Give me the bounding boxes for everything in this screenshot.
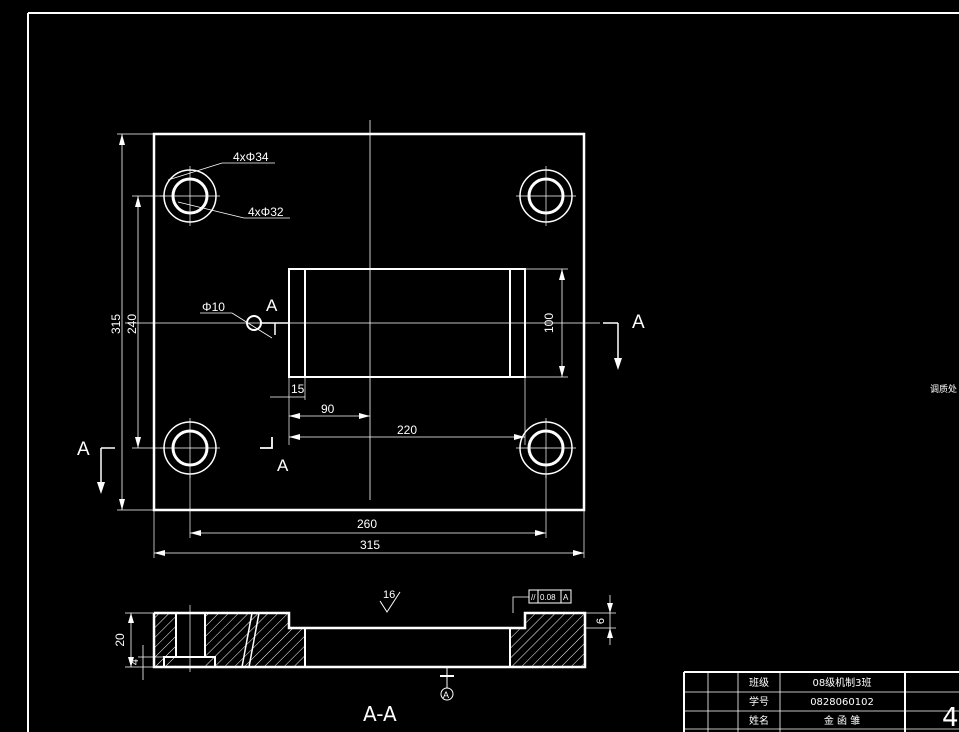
section-mark-right: A	[632, 312, 645, 333]
section-mark-inner-bottom: A	[277, 456, 289, 475]
title-block-value-name: 金 函 雏	[824, 714, 860, 727]
drawing-frame	[27, 12, 959, 732]
svg-text://: //	[531, 593, 536, 602]
title-block: 班级 08级机制3班 学号 0828060102 姓名 金 函 雏 4	[683, 671, 959, 732]
section-marker-left: A	[77, 439, 115, 494]
callout-holes-small: 4xΦ32	[248, 205, 284, 219]
dim-slot-to-center: 90	[289, 402, 370, 419]
dim-height-overall: 315	[109, 133, 154, 511]
dim-recess-depth: 6	[585, 595, 616, 645]
svg-text:15: 15	[291, 382, 305, 396]
svg-text:240: 240	[125, 314, 139, 334]
svg-text:A: A	[443, 690, 449, 700]
dim-width-overall: 315	[153, 510, 585, 558]
plate-outline	[152, 132, 586, 512]
section-view: 16 // 0.08 A A 20	[113, 589, 616, 726]
tolerance-datum: A	[563, 593, 569, 602]
tolerance-value: 0.08	[540, 593, 556, 602]
svg-text:260: 260	[357, 517, 377, 531]
svg-text:6: 6	[595, 618, 607, 624]
dim-thickness: 20	[113, 612, 154, 668]
svg-text:315: 315	[360, 538, 380, 552]
datum-symbol: A	[440, 667, 454, 701]
section-mark-left: A	[77, 439, 90, 460]
svg-text:16: 16	[383, 589, 395, 601]
corner-hole-top-right	[516, 166, 576, 226]
title-block-label-class: 班级	[749, 677, 769, 689]
svg-text:220: 220	[397, 423, 417, 437]
tolerance-frame: // 0.08 A	[512, 589, 572, 613]
section-title: A-A	[363, 702, 397, 726]
section-marker-inner: A A	[260, 296, 289, 475]
svg-text:4: 4	[129, 659, 141, 665]
dim-slot-length: 220	[289, 377, 526, 445]
dim-step-depth: 4	[129, 645, 164, 680]
plan-view: 4xΦ34 4xΦ32 Φ10 A A A A 315	[77, 120, 957, 558]
section-mark-inner-top: A	[266, 296, 278, 315]
dim-slot-height: 100	[525, 268, 568, 378]
svg-text:100: 100	[542, 313, 556, 333]
corner-hole-bottom-left	[160, 418, 220, 478]
dim-holes-spacing: 260	[189, 475, 547, 538]
title-block-label-name: 姓名	[749, 714, 769, 727]
callout-holes-large: 4xΦ34	[233, 150, 269, 164]
pin-hole	[246, 315, 289, 335]
roughness-symbol: 16	[379, 589, 401, 613]
callout-pin-hole: Φ10	[202, 300, 225, 314]
dim-height-holes: 240	[125, 195, 165, 449]
corner-hole-top-left	[160, 166, 220, 226]
title-block-label-student-id: 学号	[749, 695, 769, 708]
section-marker-right: A	[603, 312, 645, 370]
svg-text:90: 90	[321, 402, 335, 416]
title-block-value-class: 08级机制3班	[812, 676, 871, 689]
corner-hole-bottom-right	[516, 418, 576, 478]
side-note: 调质处	[930, 383, 957, 395]
svg-text:20: 20	[113, 633, 127, 647]
dim-slot-offset: 15	[270, 377, 306, 445]
sheet-number: 4	[942, 703, 959, 732]
title-block-value-student-id: 0828060102	[810, 697, 874, 708]
svg-text:315: 315	[109, 314, 123, 334]
